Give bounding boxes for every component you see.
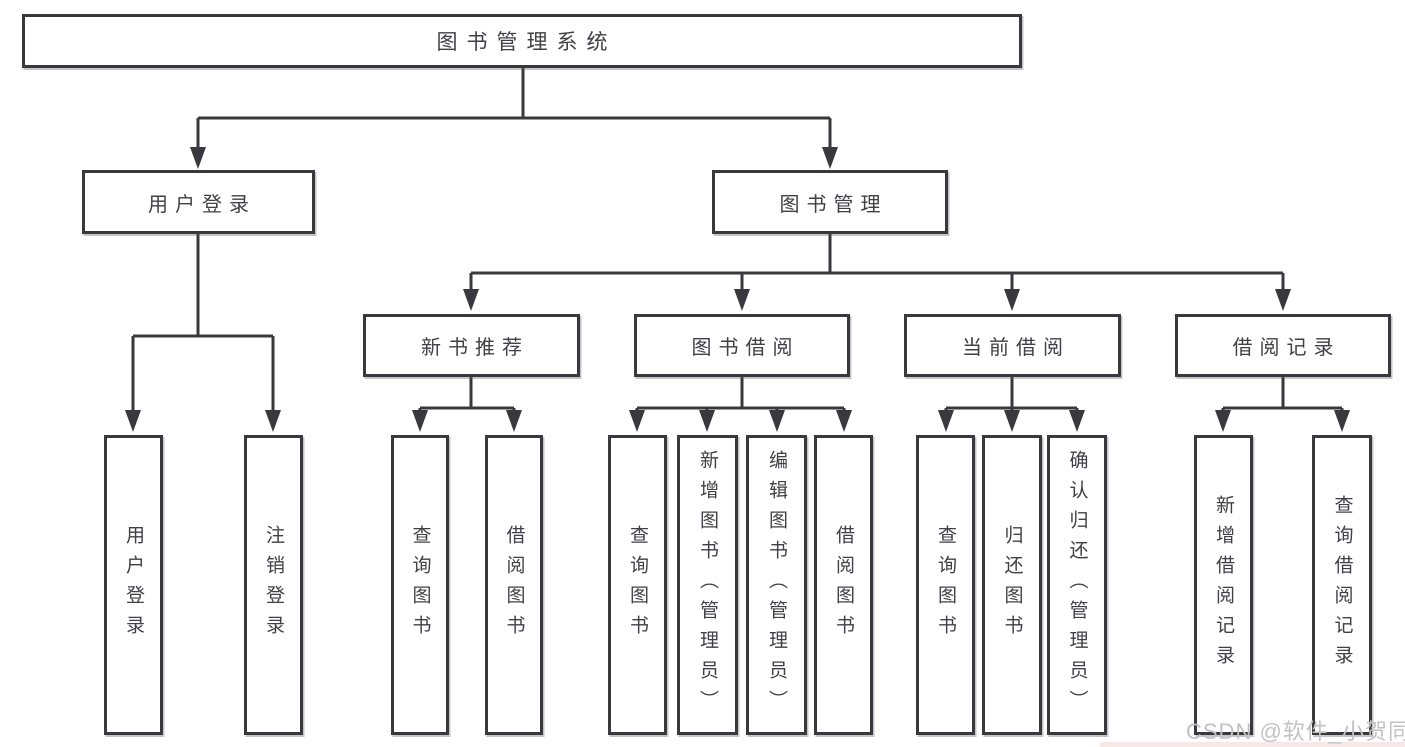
node-new-book-recommend: 新书推荐	[363, 314, 580, 377]
leaf-query-borrow-record: 查询借阅记录	[1312, 435, 1372, 735]
leaf-label: 新增图书（管理员）	[697, 450, 718, 720]
edge-records-branch	[1221, 377, 1344, 413]
leaf-label: 用户登录	[123, 525, 144, 645]
leaf-label: 确认归还（管理员）	[1066, 450, 1088, 720]
leaf-return-books: 归还图书	[982, 435, 1042, 735]
node-label: 图书借阅	[691, 337, 800, 359]
node-current-borrow: 当前借阅	[904, 314, 1121, 377]
leaf-label: 归还图书	[1001, 525, 1023, 645]
edge-recommend-branch	[418, 377, 516, 413]
edge-root-to-level2	[196, 68, 832, 150]
leaf-query-books-current: 查询图书	[916, 435, 975, 735]
node-root-system: 图书管理系统	[22, 14, 1022, 68]
node-label: 当前借阅	[962, 337, 1070, 359]
node-book-borrow: 图书借阅	[634, 314, 850, 377]
leaf-label: 查询借阅记录	[1331, 495, 1353, 675]
watermark: CSDN @软件_小贺同学	[1186, 719, 1405, 744]
leaf-edit-books-admin: 编辑图书（管理员）	[746, 435, 807, 735]
node-borrow-records: 借阅记录	[1175, 314, 1391, 377]
leaf-add-books-admin: 新增图书（管理员）	[677, 435, 738, 735]
node-book-management: 图书管理	[712, 170, 948, 234]
leaf-logout-login: 注销登录	[244, 435, 303, 735]
node-user-login: 用户登录	[82, 170, 315, 234]
leaf-label: 注销登录	[263, 525, 284, 645]
leaf-label: 查询图书	[627, 525, 648, 645]
leaf-query-books-borrow: 查询图书	[608, 435, 667, 735]
leaf-confirm-return-admin: 确认归还（管理员）	[1047, 435, 1107, 735]
node-label: 新书推荐	[421, 337, 529, 359]
node-label: 用户登录	[148, 193, 256, 216]
leaf-query-books-recommend: 查询图书	[391, 435, 449, 735]
watermark-tint-strip	[1100, 742, 1405, 747]
leaf-label: 查询图书	[409, 525, 431, 645]
edge-borrow-branch	[635, 377, 846, 413]
leaf-borrow-books-recommend: 借阅图书	[485, 435, 543, 735]
edge-user-login-branch	[131, 234, 275, 412]
edge-current-branch	[944, 377, 1079, 413]
leaf-label: 编辑图书（管理员）	[766, 450, 787, 720]
edge-book-management-rail	[469, 234, 1285, 291]
node-label: 图书管理	[779, 193, 888, 216]
leaf-label: 借阅图书	[833, 525, 854, 645]
node-label: 图书管理系统	[436, 31, 617, 54]
leaf-label: 借阅图书	[503, 525, 525, 645]
leaf-label: 查询图书	[935, 525, 956, 645]
leaf-label: 新增借阅记录	[1213, 495, 1234, 675]
leaf-borrow-books-borrow: 借阅图书	[814, 435, 873, 735]
leaf-add-borrow-record: 新增借阅记录	[1194, 435, 1253, 735]
node-label: 借阅记录	[1232, 337, 1341, 359]
leaf-user-login: 用户登录	[104, 435, 163, 735]
